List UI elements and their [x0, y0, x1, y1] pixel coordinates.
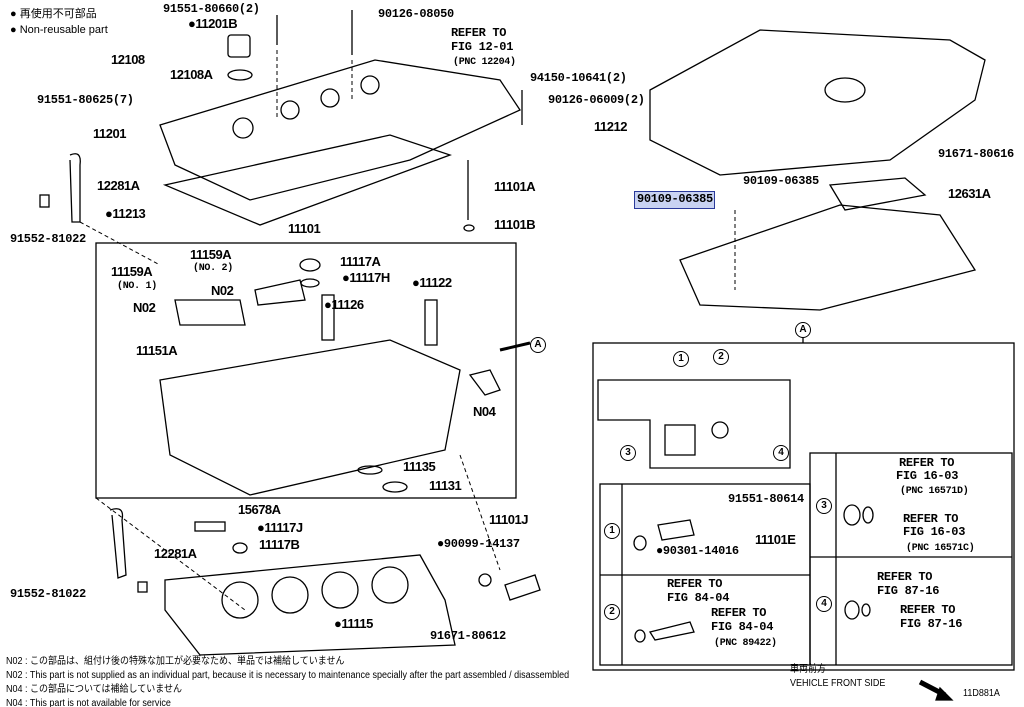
part-label[interactable]: 11159A — [111, 264, 153, 279]
view-a-callout[interactable]: A — [530, 337, 546, 353]
part-label[interactable]: 12108A — [170, 67, 213, 82]
cap-gasket — [227, 69, 253, 81]
part-label[interactable]: 11101A — [494, 179, 536, 194]
part-label[interactable]: ●11126 — [324, 297, 364, 312]
part-sub-label: (NO. 2) — [193, 263, 233, 274]
detail-a-head — [597, 379, 791, 469]
refer-label: REFER TO — [900, 603, 956, 617]
callout-4[interactable]: 4 — [773, 445, 789, 461]
part-label[interactable]: 91551-80660(2) — [163, 2, 260, 16]
engine-hanger-top — [69, 153, 81, 223]
legend-jp: ● 再使用不可部品 — [10, 8, 97, 20]
refer-pnc: (PNC 16571C) — [906, 543, 975, 554]
sub-callout-3: 3 — [816, 498, 832, 514]
part-label[interactable]: N02 — [211, 283, 234, 298]
part-label[interactable]: 11212 — [594, 119, 627, 134]
part-label[interactable]: 15678A — [238, 502, 281, 517]
part-label[interactable]: N02 — [133, 300, 156, 315]
part-label[interactable]: ●11201B — [188, 16, 238, 31]
part-label[interactable]: 11117A — [340, 254, 381, 269]
part-label[interactable]: 91551-80625(7) — [37, 93, 134, 107]
callout-3[interactable]: 3 — [620, 445, 636, 461]
part-label[interactable]: 11131 — [429, 478, 462, 493]
part-label[interactable]: 11201 — [93, 126, 126, 141]
highlight-box — [634, 191, 715, 209]
part-label[interactable]: ●11115 — [334, 616, 373, 631]
callout-1[interactable]: 1 — [673, 351, 689, 367]
sub-callout-2: 2 — [604, 604, 620, 620]
part-sub-label: (NO. 1) — [117, 281, 157, 292]
cover-gasket — [162, 134, 452, 226]
part-label[interactable]: 12281A — [97, 178, 140, 193]
part-label[interactable]: 11101E — [755, 532, 796, 547]
part-label[interactable]: 11101J — [489, 512, 528, 527]
refer-fig-link[interactable]: FIG 16-03 — [896, 469, 959, 483]
note-n02-jp: N02 : この部品は、組付け後の特殊な加工が必要なため、単品では補給していませ… — [6, 656, 345, 667]
part-label[interactable]: 91671-80616 — [938, 147, 1014, 161]
part-label[interactable]: ●11117J — [257, 520, 303, 535]
part-label[interactable]: 90126-06009(2) — [548, 93, 645, 107]
part-label[interactable]: 12631A — [948, 186, 991, 201]
part-label[interactable]: ●11117H — [342, 270, 390, 285]
part-label[interactable]: 91552-81022 — [10, 587, 86, 601]
refer-label: REFER TO — [451, 26, 507, 40]
legend-en: ● Non-reusable part — [10, 24, 108, 36]
part-label-highlighted[interactable]: 90109-06385 — [637, 192, 713, 206]
view-arrow — [499, 341, 531, 352]
refer-pnc: (PNC 12204) — [453, 57, 516, 68]
refer-fig-link[interactable]: FIG 87-16 — [900, 617, 963, 631]
part-label[interactable]: 12108 — [111, 52, 145, 67]
detail-a-title: A — [795, 322, 811, 338]
refer-fig-link[interactable]: FIG 12-01 — [451, 40, 514, 54]
part-label[interactable]: ●11213 — [105, 206, 146, 221]
part-label[interactable]: 11151A — [136, 343, 178, 358]
part-label[interactable]: 91551-80614 — [728, 492, 804, 506]
part-label[interactable]: 94150-10641(2) — [530, 71, 627, 85]
sub-callout-4: 4 — [816, 596, 832, 612]
part-label[interactable]: 12281A — [154, 546, 197, 561]
engine-cover — [649, 29, 986, 176]
part-label[interactable]: 11135 — [403, 459, 436, 474]
cylinder-head — [159, 339, 461, 496]
part-label[interactable]: N04 — [473, 404, 496, 419]
note-n04-en: N04 : This part is not available for ser… — [6, 698, 171, 707]
engine-hanger-bottom — [109, 508, 127, 579]
part-label[interactable]: 11101 — [288, 221, 321, 236]
front-side-jp: 車両前方 — [790, 664, 826, 675]
refer-label: REFER TO — [903, 512, 959, 526]
sub-callout-1: 1 — [604, 523, 620, 539]
part-label[interactable]: ●11122 — [412, 275, 452, 290]
refer-pnc: (PNC 89422) — [714, 638, 777, 649]
refer-fig-link[interactable]: FIG 84-04 — [711, 620, 774, 634]
refer-label: REFER TO — [899, 456, 955, 470]
cylinder-head-cover-right — [679, 204, 977, 311]
refer-label: REFER TO — [711, 606, 767, 620]
part-label[interactable]: 11117B — [259, 537, 300, 552]
part-label[interactable]: ●90301-14016 — [656, 544, 739, 558]
refer-label: REFER TO — [667, 577, 723, 591]
head-gasket — [164, 554, 456, 656]
note-n02-en: N02 : This part is not supplied as an in… — [6, 670, 570, 681]
part-label[interactable]: 90109-06385 — [743, 174, 819, 188]
part-label[interactable]: 91552-81022 — [10, 232, 86, 246]
part-label[interactable]: ●90099-14137 — [437, 537, 520, 551]
part-label[interactable]: 90126-08050 — [378, 7, 454, 21]
refer-fig-link[interactable]: FIG 87-16 — [877, 584, 940, 598]
refer-label: REFER TO — [877, 570, 933, 584]
refer-fig-link[interactable]: FIG 16-03 — [903, 525, 966, 539]
part-label[interactable]: 91671-80612 — [430, 629, 506, 643]
note-n04-jp: N04 : この部品については補給していません — [6, 684, 183, 695]
callout-2[interactable]: 2 — [713, 349, 729, 365]
refer-pnc: (PNC 16571D) — [900, 486, 969, 497]
figure-id: 11D881A — [963, 688, 1000, 699]
front-side-en: VEHICLE FRONT SIDE — [790, 678, 886, 689]
oil-filler-cap — [227, 34, 251, 58]
cylinder-head-frame — [95, 242, 517, 499]
refer-fig-link[interactable]: FIG 84-04 — [667, 591, 730, 605]
part-label[interactable]: 11101B — [494, 217, 536, 232]
part-label[interactable]: 11159A — [190, 247, 232, 262]
cylinder-head-cover — [159, 59, 521, 201]
